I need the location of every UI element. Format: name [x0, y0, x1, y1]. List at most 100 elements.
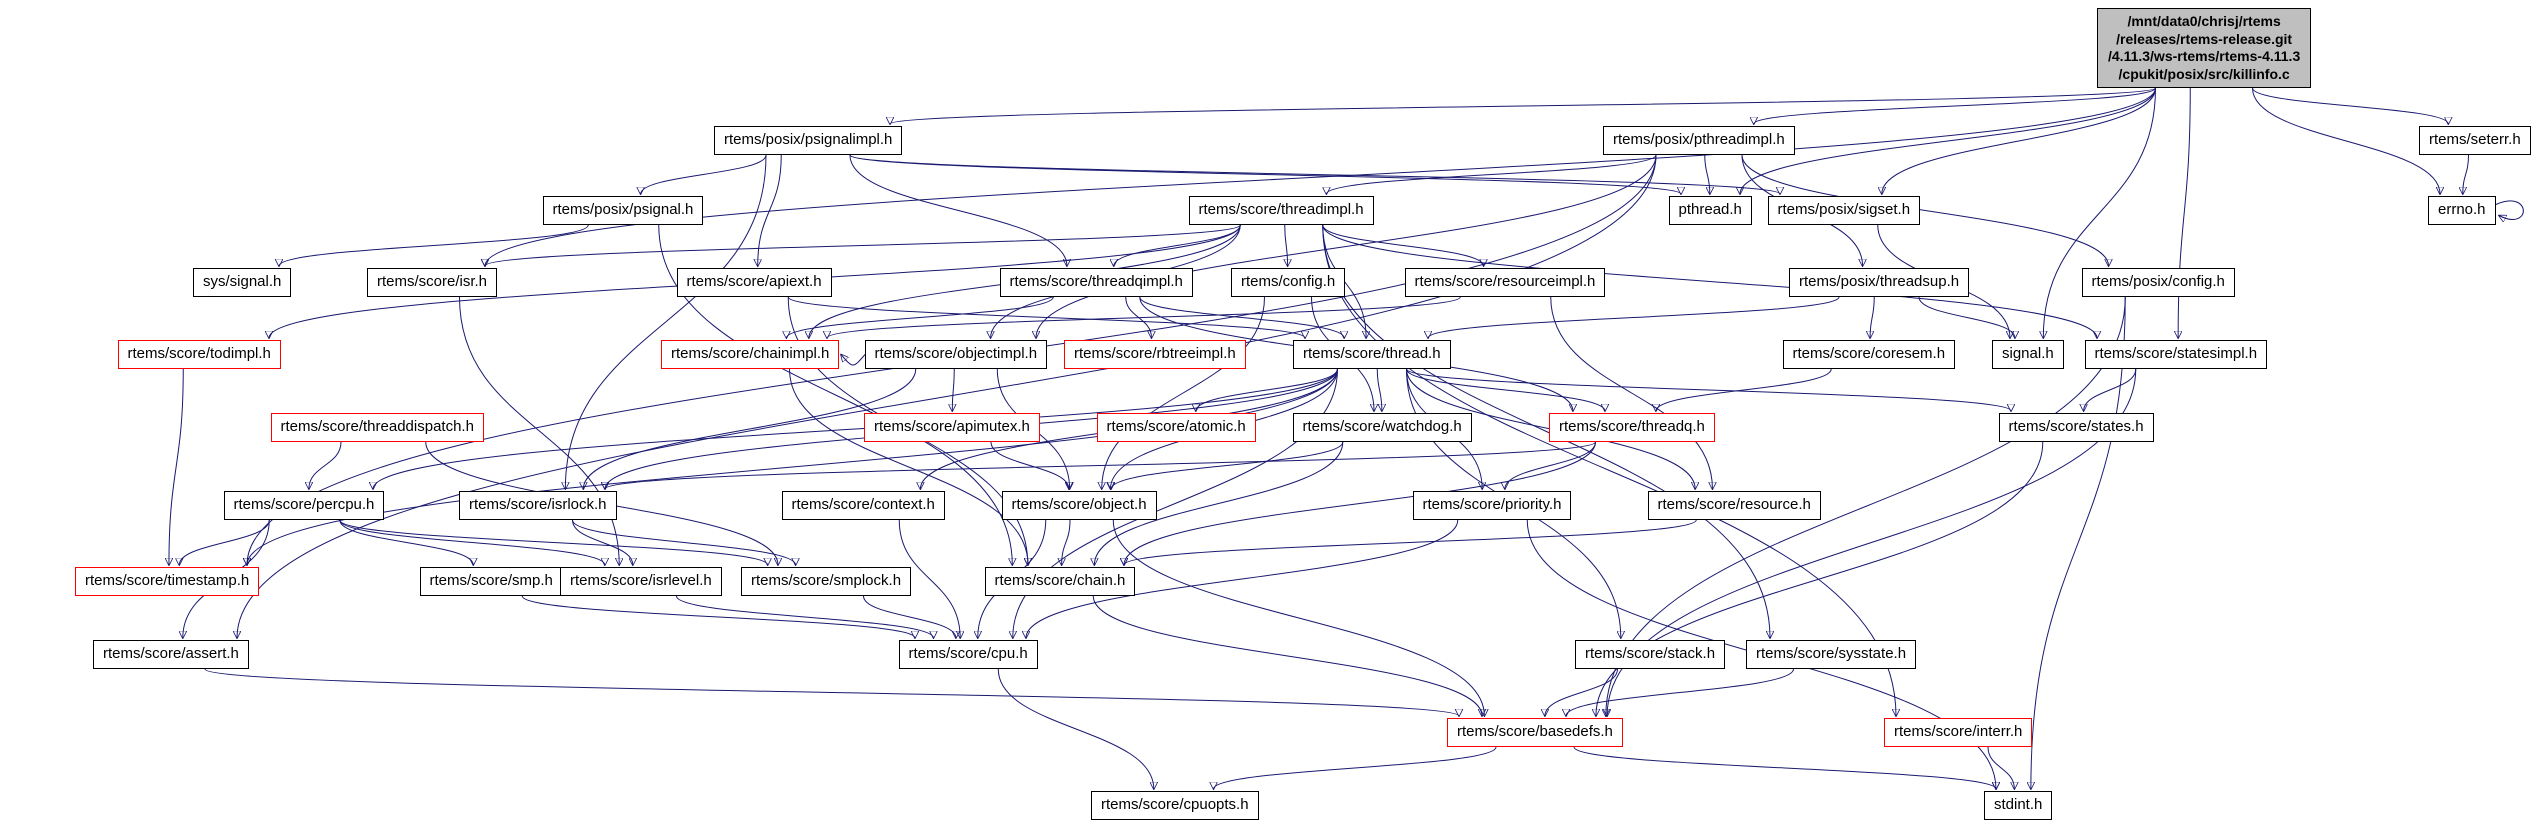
graph-node-errno[interactable]: errno.h [2428, 196, 2496, 225]
graph-node-apiext[interactable]: rtems/score/apiext.h [676, 268, 832, 297]
include-edge-threadqimpl-to-thread [1139, 296, 1344, 338]
include-edge-pthreadimpl-to-objectimpl [1036, 154, 1657, 338]
graph-node-label-line: /mnt/data0/chrisj/rtems [2127, 13, 2281, 29]
include-edge-killinfo-to-sigset [1882, 87, 2156, 194]
graph-node-sigset[interactable]: rtems/posix/sigset.h [1767, 196, 1921, 225]
graph-node-resourceimpl[interactable]: rtems/score/resourceimpl.h [1404, 268, 1606, 297]
graph-node-posix_config[interactable]: rtems/posix/config.h [2081, 268, 2235, 297]
graph-node-states[interactable]: rtems/score/states.h [1998, 413, 2154, 442]
include-edge-cpu-to-cpuopts [997, 668, 1154, 789]
graph-node-rtems_config[interactable]: rtems/config.h [1231, 268, 1346, 297]
graph-node-isrlock[interactable]: rtems/score/isrlock.h [459, 491, 617, 520]
include-edge-object-to-chain [1062, 519, 1071, 565]
include-edge-thread-to-threadq [1406, 368, 1605, 411]
include-edge-objectimpl-to-isrlock [583, 368, 917, 489]
graph-node-smp[interactable]: rtems/score/smp.h [419, 567, 563, 596]
include-edge-assert-to-basedefs [204, 668, 1459, 716]
include-edge-context-to-cpu [898, 519, 960, 638]
graph-node-isrlevel[interactable]: rtems/score/isrlevel.h [560, 567, 722, 596]
graph-node-signal[interactable]: signal.h [1992, 340, 2064, 369]
graph-node-object[interactable]: rtems/score/object.h [1001, 491, 1157, 520]
graph-node-threaddispatch[interactable]: rtems/score/threaddispatch.h [270, 413, 484, 442]
include-edge-killinfo-to-pthreadimpl [1754, 87, 2156, 124]
graph-node-statesimpl[interactable]: rtems/score/statesimpl.h [2084, 340, 2268, 369]
graph-node-threadqimpl[interactable]: rtems/score/threadqimpl.h [999, 268, 1193, 297]
graph-node-seterr[interactable]: rtems/seterr.h [2419, 126, 2531, 155]
graph-node-atomic[interactable]: rtems/score/atomic.h [1096, 413, 1256, 442]
include-edge-pthreadimpl-to-assert [237, 154, 1657, 638]
graph-node-percpu[interactable]: rtems/score/percpu.h [223, 491, 385, 520]
graph-node-watchdog[interactable]: rtems/score/watchdog.h [1292, 413, 1472, 442]
graph-node-pthread[interactable]: pthread.h [1668, 196, 1752, 225]
include-edge-threadsup-to-signal [1918, 296, 2015, 338]
include-edge-psignalimpl-to-isrlock [565, 154, 767, 489]
graph-node-stack[interactable]: rtems/score/stack.h [1575, 640, 1726, 669]
include-edge-percpu-to-isrlevel [339, 519, 605, 565]
include-edge-threadqimpl-to-chainimpl [786, 296, 1054, 338]
include-edge-percpu-to-smplock [339, 519, 768, 565]
include-edge-apiext-to-thread [787, 296, 1305, 338]
graph-node-priority[interactable]: rtems/score/priority.h [1412, 491, 1572, 520]
graph-node-psignalimpl[interactable]: rtems/posix/psignalimpl.h [714, 126, 903, 155]
include-edge-resourceimpl-to-chainimpl [827, 296, 1461, 338]
graph-node-threadimpl[interactable]: rtems/score/threadimpl.h [1188, 196, 1374, 225]
graph-node-coresem[interactable]: rtems/score/coresem.h [1782, 340, 1956, 369]
include-edge-killinfo-to-statesimpl [2178, 87, 2191, 338]
include-edge-seterr-to-errno [2463, 154, 2469, 194]
include-edge-threadimpl-to-isr [485, 224, 1241, 266]
graph-node-pthreadimpl[interactable]: rtems/posix/pthreadimpl.h [1603, 126, 1795, 155]
include-edge-errno-to-errno [2495, 200, 2524, 220]
graph-node-resource[interactable]: rtems/score/resource.h [1647, 491, 1821, 520]
graph-node-chainimpl[interactable]: rtems/score/chainimpl.h [661, 340, 840, 369]
graph-node-sysstate[interactable]: rtems/score/sysstate.h [1746, 640, 1917, 669]
include-edge-psignalimpl-to-apiext [758, 154, 782, 266]
graph-node-thread[interactable]: rtems/score/thread.h [1293, 340, 1451, 369]
graph-node-chain[interactable]: rtems/score/chain.h [984, 567, 1136, 596]
include-edge-threadsup-to-coresem [1870, 296, 1875, 338]
graph-node-cpuopts[interactable]: rtems/score/cpuopts.h [1091, 791, 1259, 820]
include-edge-threaddispatch-to-percpu [309, 441, 342, 489]
graph-node-threadsup[interactable]: rtems/posix/threadsup.h [1789, 268, 1970, 297]
include-edge-isrlevel-to-cpu [676, 595, 934, 638]
include-edge-threadq-to-priority [1505, 441, 1596, 489]
include-edge-pthreadimpl-to-threadimpl [1326, 154, 1657, 194]
include-edge-thread-to-watchdog [1376, 368, 1382, 411]
include-edge-threadimpl-to-interr [1322, 224, 1896, 716]
graph-node-sys_signal[interactable]: sys/signal.h [193, 268, 292, 297]
graph-node-isr[interactable]: rtems/score/isr.h [367, 268, 498, 297]
graph-node-context[interactable]: rtems/score/context.h [781, 491, 945, 520]
include-edge-objectimpl-to-chainimpl [841, 355, 866, 366]
include-edge-resource-to-chain [1124, 519, 1697, 565]
graph-node-smplock[interactable]: rtems/score/smplock.h [741, 567, 912, 596]
include-edge-interr-to-stdint [1987, 746, 2014, 789]
include-edge-isrlock-to-isrlevel [572, 519, 633, 565]
include-edge-killinfo-to-signal [2043, 87, 2156, 338]
include-edge-posix_config-to-basedefs [1606, 296, 2126, 716]
include-edge-watchdog-to-chain [1094, 441, 1344, 565]
include-edge-object-to-basedefs [1112, 519, 1484, 716]
include-edge-pthreadimpl-to-pthread [1704, 154, 1710, 194]
graph-node-threadq[interactable]: rtems/score/threadq.h [1549, 413, 1715, 442]
include-edge-chainimpl-to-chain [789, 368, 1028, 565]
graph-node-cpu[interactable]: rtems/score/cpu.h [898, 640, 1038, 669]
include-edge-coresem-to-threadq [1656, 368, 1832, 411]
graph-node-basedefs[interactable]: rtems/score/basedefs.h [1447, 718, 1623, 747]
include-edge-killinfo-to-errno [2252, 87, 2441, 194]
include-edge-stack-to-basedefs [1545, 668, 1618, 716]
include-edge-resourceimpl-to-resource [1550, 296, 1713, 489]
graph-node-timestamp[interactable]: rtems/score/timestamp.h [75, 567, 260, 596]
include-edge-smplock-to-cpu [863, 595, 956, 638]
include-edge-psignal-to-sys_signal [279, 224, 589, 266]
graph-node-stdint[interactable]: stdint.h [1984, 791, 2053, 820]
include-edge-psignalimpl-to-psignal [641, 154, 767, 194]
include-edge-basedefs-to-stdint [1573, 746, 1996, 789]
graph-node-objectimpl[interactable]: rtems/score/objectimpl.h [864, 340, 1048, 369]
graph-node-todimpl[interactable]: rtems/score/todimpl.h [117, 340, 281, 369]
graph-node-apimutex[interactable]: rtems/score/apimutex.h [864, 413, 1040, 442]
include-edge-psignalimpl-to-pthread [849, 154, 1681, 194]
graph-node-assert[interactable]: rtems/score/assert.h [93, 640, 249, 669]
graph-node-interr[interactable]: rtems/score/interr.h [1884, 718, 2033, 747]
graph-node-rbtreeimpl[interactable]: rtems/score/rbtreeimpl.h [1064, 340, 1246, 369]
graph-node-psignal[interactable]: rtems/posix/psignal.h [542, 196, 704, 225]
